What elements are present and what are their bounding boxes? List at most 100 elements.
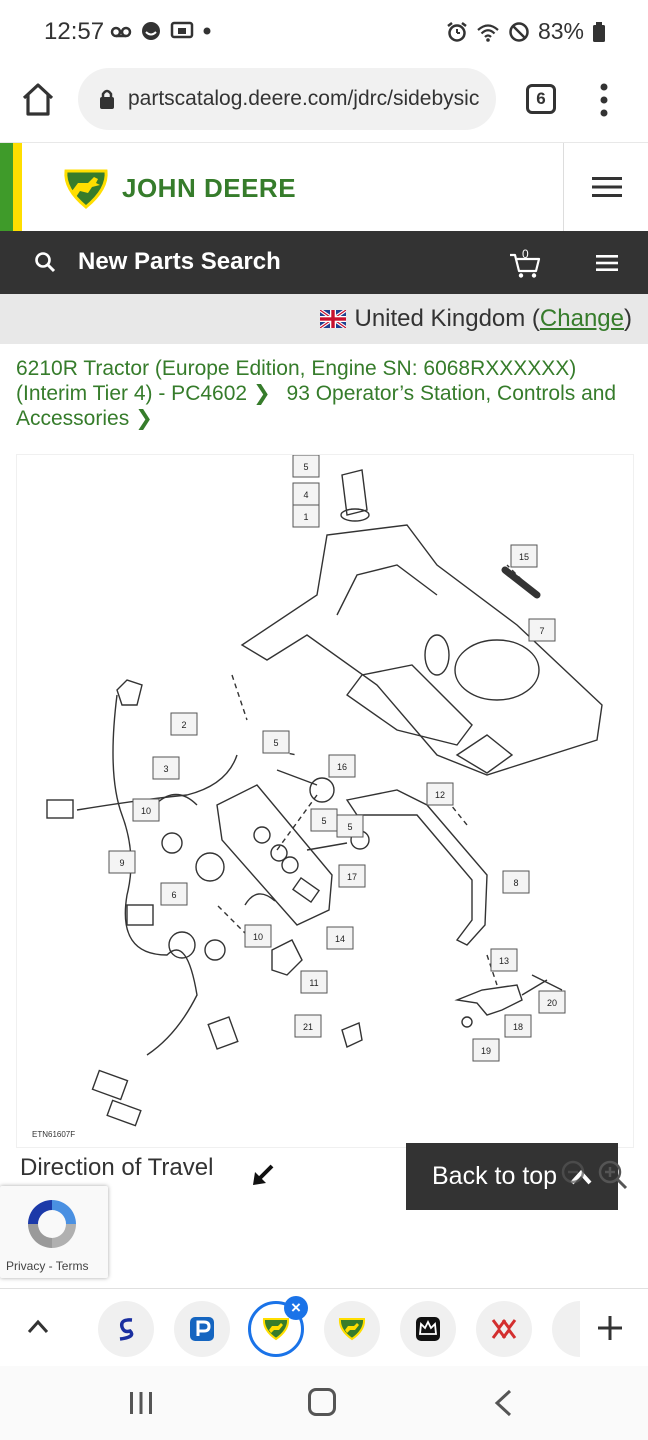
callout-10[interactable]: 10: [132, 798, 160, 822]
callout-5[interactable]: 5: [336, 814, 364, 838]
callout-label: 5: [321, 816, 326, 826]
callout-17[interactable]: 17: [338, 864, 366, 888]
change-country-link[interactable]: Change: [539, 305, 624, 332]
callout-label: 5: [273, 738, 278, 748]
country-close-paren: ): [624, 305, 632, 332]
search-icon[interactable]: [34, 251, 56, 273]
battery-icon: [593, 21, 605, 42]
tab-switcher-button[interactable]: 6: [526, 84, 556, 114]
country-name: United Kingdom (: [354, 305, 540, 332]
tab-icon-partial[interactable]: [552, 1301, 580, 1357]
callout-1[interactable]: 1: [292, 504, 320, 528]
country-text: United Kingdom (Change): [320, 305, 632, 333]
john-deere-logo[interactable]: JOHN DEERE: [62, 167, 296, 209]
callout-9[interactable]: 9: [108, 850, 136, 874]
callout-2[interactable]: 2: [170, 712, 198, 736]
john-deere-tab-icon: [338, 1318, 366, 1341]
nav-home-icon[interactable]: [308, 1388, 336, 1416]
red-logo-icon: [491, 1319, 517, 1339]
site-menu-icon[interactable]: [592, 175, 622, 199]
status-right: 83%: [446, 18, 606, 45]
callout-5[interactable]: 5: [262, 730, 290, 754]
callout-15[interactable]: 15: [510, 544, 538, 568]
crown-app-icon: [416, 1317, 440, 1341]
callout-label: 7: [539, 626, 544, 636]
callout-label: 21: [303, 1022, 313, 1032]
breadcrumb: 6210R Tractor (Europe Edition, Engine SN…: [16, 356, 638, 431]
lock-icon: [100, 89, 114, 109]
callout-label: 17: [347, 872, 357, 882]
parts-search-bar: New Parts Search: [0, 231, 648, 294]
tab-icon-red-logo[interactable]: [476, 1301, 532, 1357]
callout-20[interactable]: 20: [538, 990, 566, 1014]
recaptcha-terms-link[interactable]: Terms: [55, 1259, 89, 1273]
callout-18[interactable]: 18: [504, 1014, 532, 1038]
callout-label: 8: [513, 878, 518, 888]
recent-apps-icon[interactable]: [128, 1390, 154, 1416]
callout-11[interactable]: 11: [300, 970, 328, 994]
brand-name: JOHN DEERE: [122, 172, 297, 203]
tab-icon-p[interactable]: [174, 1301, 230, 1357]
callout-13[interactable]: 13: [490, 948, 518, 972]
home-icon[interactable]: [18, 80, 58, 120]
new-parts-search-link[interactable]: New Parts Search: [78, 248, 281, 275]
parts-menu-icon[interactable]: [596, 254, 618, 272]
callout-14[interactable]: 14: [326, 926, 354, 950]
callout-label: 2: [181, 720, 186, 730]
battery-level: 83%: [537, 18, 584, 44]
address-bar[interactable]: partscatalog.deere.com/jdrc/sidebysic: [78, 68, 496, 130]
tab-icon-crown[interactable]: [400, 1301, 456, 1357]
callout-label: 15: [519, 552, 529, 562]
callout-label: 18: [513, 1022, 523, 1032]
callout-3[interactable]: 3: [152, 756, 180, 780]
cart-icon[interactable]: [508, 247, 542, 279]
recaptcha-separator: -: [45, 1259, 56, 1273]
john-deere-tab-icon: [262, 1318, 290, 1341]
breadcrumb-item-section[interactable]: 93 Operator’s Station, Controls and Acce…: [16, 382, 617, 430]
console-housing-shape: [240, 524, 603, 776]
tab-icon-s[interactable]: [98, 1301, 154, 1357]
zoom-controls[interactable]: [560, 1158, 634, 1192]
close-tab-icon[interactable]: ×: [284, 1296, 308, 1320]
cart-count-badge: 0: [522, 247, 529, 261]
callout-5[interactable]: 5: [310, 808, 338, 832]
callout-label: 9: [119, 858, 124, 868]
back-to-top-label: Back to top: [432, 1162, 558, 1190]
callout-label: 4: [303, 490, 308, 500]
recaptcha-badge[interactable]: Privacy - Terms: [0, 1186, 108, 1278]
parking-icon: [190, 1317, 214, 1341]
callout-7[interactable]: 7: [528, 618, 556, 642]
recaptcha-links: Privacy - Terms: [6, 1259, 88, 1273]
callout-label: 13: [499, 956, 509, 966]
alarm-icon: [447, 21, 467, 42]
url-text: partscatalog.deere.com/jdrc/sidebysic: [128, 87, 480, 110]
browser-menu-icon[interactable]: [598, 80, 610, 120]
callout-4[interactable]: 4: [292, 482, 320, 506]
breadcrumb-item-model[interactable]: 6210R Tractor (Europe Edition, Engine SN…: [16, 357, 577, 405]
callout-12[interactable]: 12: [426, 782, 454, 806]
callout-5[interactable]: 5: [292, 455, 320, 478]
recaptcha-privacy-link[interactable]: Privacy: [6, 1259, 46, 1273]
do-not-disturb-icon: [509, 21, 529, 42]
country-selector-bar: United Kingdom (Change): [0, 294, 648, 344]
callout-6[interactable]: 6: [160, 882, 188, 906]
callout-16[interactable]: 16: [328, 754, 356, 778]
callout-label: 11: [309, 978, 318, 988]
new-tab-plus-icon[interactable]: [596, 1314, 624, 1342]
diagram-caption: Direction of Travel: [20, 1154, 214, 1181]
browser-tab-strip: [0, 1288, 648, 1366]
chevron-up-icon[interactable]: [26, 1317, 50, 1335]
chevron-right-icon: ❯: [253, 382, 271, 405]
zoom-in-icon: [598, 1160, 628, 1190]
s-app-icon: [119, 1318, 134, 1341]
nav-back-icon[interactable]: [492, 1388, 514, 1418]
callout-21[interactable]: 21: [294, 1014, 322, 1038]
status-notification-icons: [110, 20, 212, 42]
arrow-down-left-icon: [253, 1164, 274, 1185]
tab-icon-john-deere[interactable]: [324, 1301, 380, 1357]
callout-19[interactable]: 19: [472, 1038, 500, 1062]
callout-8[interactable]: 8: [502, 870, 530, 894]
callout-10[interactable]: 10: [244, 924, 272, 948]
